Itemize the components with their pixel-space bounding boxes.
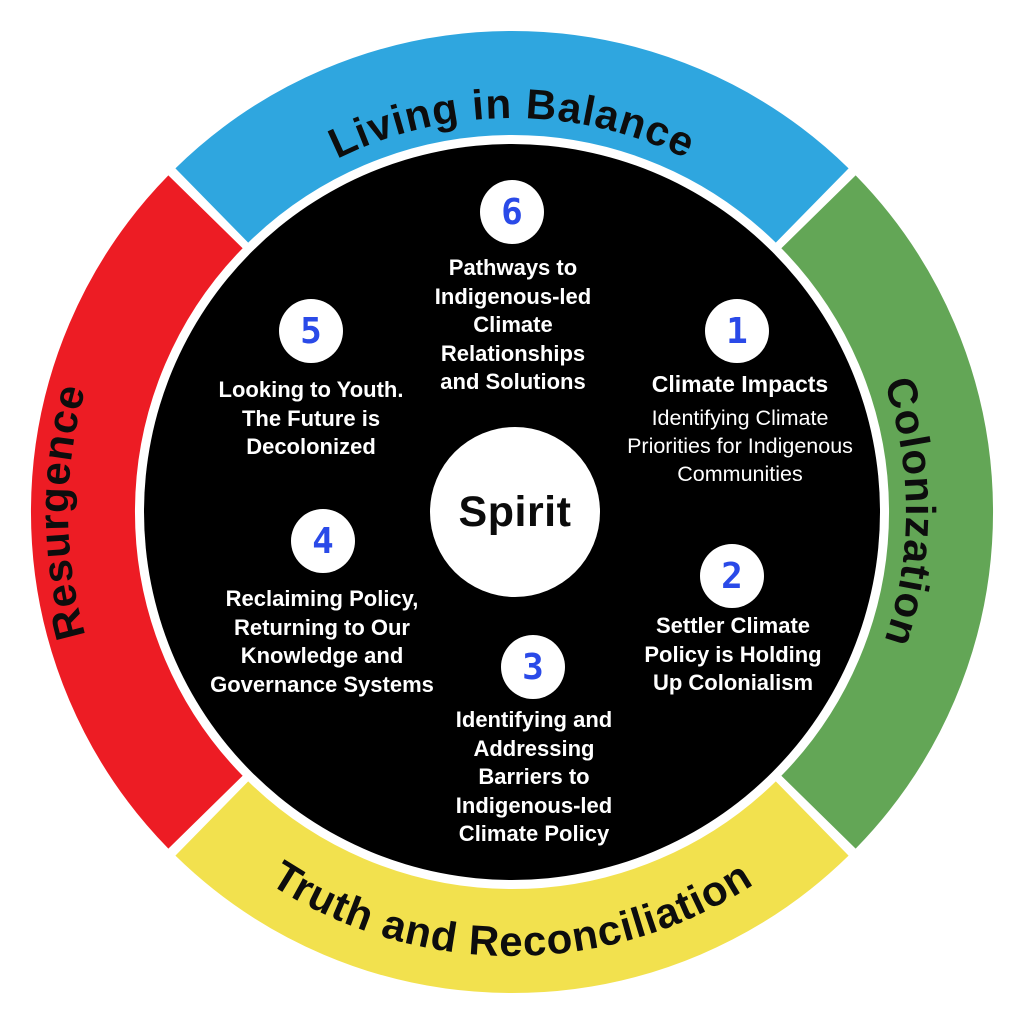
item-4-number: 4: [312, 520, 334, 562]
ring-segment-truth-and-reconciliation: [175, 781, 849, 993]
item-6-number: 6: [501, 191, 523, 233]
item-1-title: Climate Impacts: [651, 371, 829, 397]
item-5-number-badge: 5: [279, 299, 343, 363]
spirit-label: Spirit: [458, 487, 572, 536]
item-5-number: 5: [300, 310, 322, 352]
item-6-text: Pathways to Indigenous-led Climate Relat…: [434, 255, 592, 395]
item-4-text: Reclaiming Policy, Returning to Our Know…: [210, 586, 434, 697]
ring-segment-colonization: [781, 175, 993, 849]
item-3-number: 3: [522, 646, 544, 688]
item-6-number-badge: 6: [480, 180, 544, 244]
item-5-text: Looking to Youth. The Future is Decoloni…: [218, 377, 404, 460]
item-4-number-badge: 4: [291, 509, 355, 573]
item-1-number: 1: [726, 310, 748, 352]
item-1-text: Identifying Climate Priorities for Indig…: [627, 406, 853, 486]
item-2-text: Settler Climate Policy is Holding Up Col…: [644, 613, 822, 696]
ring-segment-living-in-balance: [175, 31, 849, 243]
item-3-number-badge: 3: [501, 635, 565, 699]
item-3-text: Identifying and Addressing Barriers to I…: [455, 707, 613, 847]
item-2-number: 2: [721, 555, 743, 597]
spirit-center-circle: Spirit: [430, 427, 600, 597]
ring-segment-resurgence: [31, 175, 243, 849]
item-1-number-badge: 1: [705, 299, 769, 363]
item-2-number-badge: 2: [700, 544, 764, 608]
